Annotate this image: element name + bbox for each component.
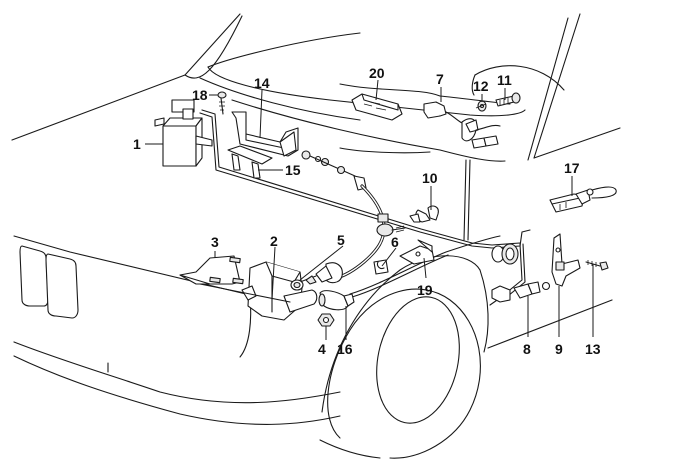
wiring-harness — [199, 109, 531, 306]
part-15-retaining-plate — [227, 145, 273, 179]
part-13-screw — [585, 260, 609, 271]
part-10-clamp — [409, 205, 439, 223]
callout-16: 16 — [337, 341, 353, 357]
callout-17: 17 — [564, 160, 580, 176]
callout-1: 1 — [133, 136, 141, 152]
part-20-relay-module — [351, 93, 403, 121]
leader-lines — [145, 79, 594, 340]
callout-2: 2 — [270, 233, 278, 249]
part-19-cable-holder — [399, 239, 435, 265]
part-12-washer — [475, 100, 487, 112]
part-11-bolt — [495, 92, 521, 107]
callout-14: 14 — [254, 75, 270, 91]
callout-labels: 1 2 3 4 5 6 7 8 9 10 11 12 13 14 15 16 1… — [133, 65, 601, 357]
callout-13: 13 — [585, 341, 601, 357]
car-body-outline — [11, 13, 621, 459]
callout-20: 20 — [369, 65, 385, 81]
part-8-plug-connector — [491, 281, 551, 303]
part-4-nut — [317, 313, 335, 327]
callout-7: 7 — [436, 71, 444, 87]
callout-9: 9 — [555, 341, 563, 357]
part-5-bowden-cable — [299, 150, 406, 285]
part-6-cable-clip — [373, 259, 389, 275]
part-17-adapter-lead — [549, 186, 617, 213]
part-9-holder-bracket — [551, 233, 581, 287]
grommet — [491, 243, 519, 265]
callout-19: 19 — [417, 282, 433, 298]
callout-10: 10 — [422, 170, 438, 186]
callout-4: 4 — [318, 341, 326, 357]
part-14-support-bracket — [231, 111, 299, 157]
callout-5: 5 — [337, 232, 345, 248]
part-7-connector-harness — [423, 101, 501, 149]
part-1-control-unit — [154, 99, 213, 167]
callout-18: 18 — [192, 87, 208, 103]
callout-6: 6 — [391, 234, 399, 250]
part-2-actuator-housing — [241, 261, 318, 321]
callout-8: 8 — [523, 341, 531, 357]
part-16-cable-end-sleeve — [318, 290, 355, 311]
callout-3: 3 — [211, 234, 219, 250]
callout-11: 11 — [497, 72, 512, 88]
callout-15: 15 — [285, 162, 301, 178]
part-3-mounting-bracket — [179, 255, 291, 303]
part-18-screw — [217, 91, 227, 115]
callout-12: 12 — [473, 78, 489, 94]
